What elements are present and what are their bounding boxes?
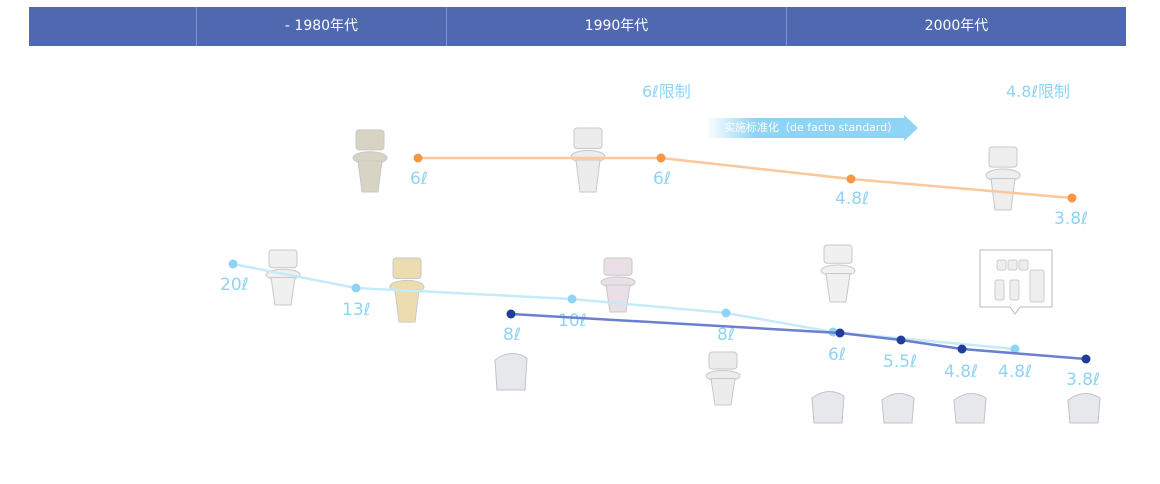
header-1980s: - 1980年代 [197,7,447,46]
toilet-image [352,129,388,193]
header-blank [29,7,197,46]
orange-point [413,153,423,163]
tankless-toilet-image [811,391,845,424]
orange-value-label: 4.8ℓ [835,189,869,209]
tankless-toilet-image [953,393,987,424]
dark-blue-point [896,335,906,345]
light-blue-point [1010,344,1020,354]
dark-blue-value-label: 8ℓ [503,325,521,345]
toilet-image [600,257,636,313]
light-blue-point [351,283,361,293]
dark-blue-point [506,309,516,319]
light-blue-value-label: 13ℓ [342,300,371,320]
light-blue-value-label: 6ℓ [828,345,846,365]
tankless-toilet-image [881,393,915,424]
standardization-arrow: 实施标准化（de facto standard） [706,115,918,141]
tankless-toilet-image [1067,393,1101,424]
dark-blue-point [957,344,967,354]
orange-value-label: 3.8ℓ [1054,209,1088,229]
orange-value-label: 6ℓ [653,169,671,189]
orange-line [418,156,1073,200]
toilet-image [265,249,301,306]
limit-6l-label: 6ℓ限制 [642,82,691,101]
orange-point [656,153,666,163]
toilet-image [820,244,856,303]
product-lineup-popup [979,249,1053,315]
era-header: - 1980年代 1990年代 2000年代 [29,7,1126,46]
orange-point [1067,193,1077,203]
light-blue-value-label: 8ℓ [717,325,735,345]
orange-point [846,174,856,184]
light-blue-point [721,308,731,318]
light-blue-value-label: 4.8ℓ [998,362,1032,382]
toilet-image [570,127,606,193]
dark-blue-value-label: 4.8ℓ [944,362,978,382]
orange-value-label: 6ℓ [410,169,428,189]
dark-blue-point [835,328,845,338]
light-blue-value-label: 20ℓ [220,275,249,295]
light-blue-point [567,294,577,304]
tankless-toilet-image [494,353,528,391]
limit-4-8l-label: 4.8ℓ限制 [1006,82,1071,101]
toilet-image [985,146,1021,211]
light-blue-point [228,259,238,269]
header-1990s: 1990年代 [447,7,787,46]
dark-blue-line [510,312,1087,361]
dark-blue-value-label: 3.8ℓ [1066,370,1100,390]
header-2000s: 2000年代 [924,18,989,34]
dark-blue-value-label: 5.5ℓ [883,352,917,372]
toilet-image [705,351,741,406]
light-blue-value-label: 10ℓ [558,311,587,331]
dark-blue-point [1081,354,1091,364]
